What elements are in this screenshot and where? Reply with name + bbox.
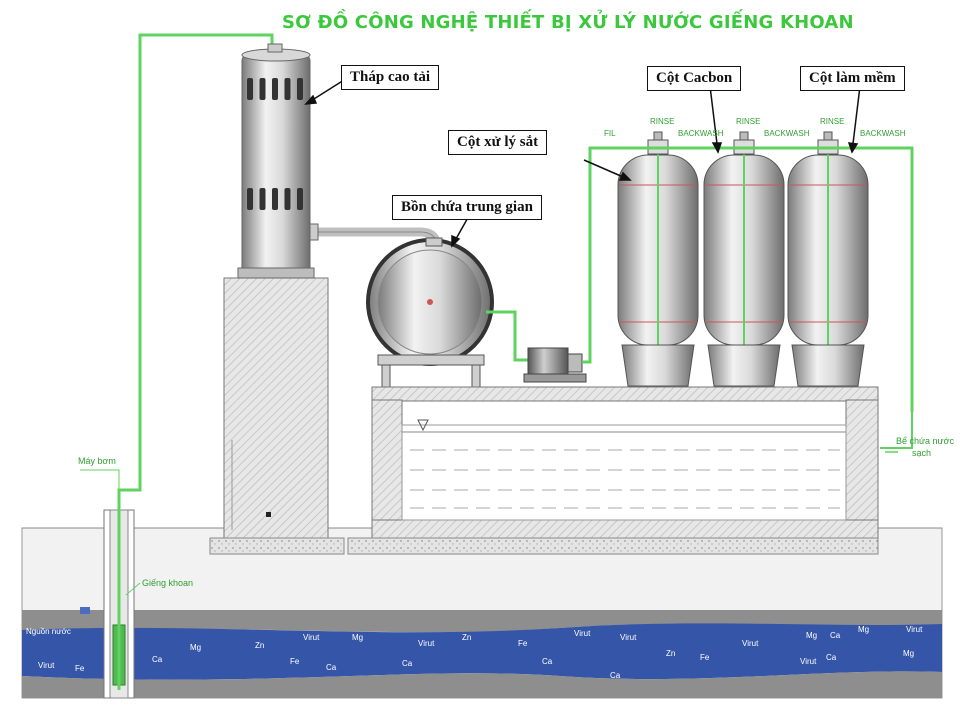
groundwater-tag: Mg: [352, 633, 363, 642]
filter-columns: [617, 131, 869, 387]
clean-tank-left-wall: [371, 399, 403, 539]
label-be-chua-1: Bể chứa nước: [896, 436, 954, 446]
valve-label-backwash-1: BACKWASH: [678, 129, 724, 138]
valve-label-rinse-2: RINSE: [736, 117, 760, 126]
groundwater-tag: Virut: [574, 629, 591, 638]
columns-manifold: [640, 146, 914, 412]
tower-support: [223, 277, 329, 539]
water-level-marker: [417, 419, 429, 432]
aquifer-water: [22, 623, 942, 680]
intermediate-tank-stand: [377, 354, 485, 388]
groundwater-tag: Fe: [75, 664, 85, 673]
transfer-pump: [523, 347, 587, 383]
filter-column-2: [703, 131, 785, 387]
aquifer-gray-bottom: [22, 671, 942, 698]
groundwater-tag: Ca: [542, 657, 553, 666]
tower-vent-slot: [247, 78, 253, 100]
clean-tank-bottom: [371, 519, 879, 539]
groundwater-tag: Ca: [830, 631, 841, 640]
pump-label-leader: [80, 469, 120, 490]
aeration-tower-nozzle: [267, 43, 283, 53]
groundwater-tag: Virut: [800, 657, 817, 666]
intermediate-tank-outlet-pipe: [486, 310, 530, 362]
groundwater-tag: Virut: [303, 633, 320, 642]
label-be-chua-2: sạch: [912, 448, 931, 458]
aquifer-gray-top: [22, 610, 942, 633]
tower-vent-slot: [284, 188, 291, 210]
groundwater-tag: Ca: [402, 659, 413, 668]
filter-column-1: [617, 131, 699, 387]
clean-tank-water: [401, 424, 847, 521]
groundwater-tag: Zn: [462, 633, 471, 642]
well-label-leader: [125, 582, 141, 596]
tower-vent-slot: [259, 188, 266, 210]
diagram-title: SƠ ĐỒ CÔNG NGHỆ THIẾT BỊ XỬ LÝ NƯỚC GIẾN…: [282, 12, 854, 33]
tower-outlet-flange: [309, 223, 319, 241]
groundwater-tag: Virut: [38, 661, 55, 670]
groundwater-tag: Mg: [858, 625, 869, 634]
groundwater-tag: Mg: [903, 649, 914, 658]
clean-water-return: [880, 412, 913, 449]
groundwater-tag: Ca: [152, 655, 163, 664]
label-may-bom: Máy bơm: [78, 456, 116, 466]
well-to-tower-pipe: [117, 33, 274, 500]
clean-tank-foundation: [347, 537, 879, 555]
groundwater-tag: Zn: [666, 649, 675, 658]
tower-vent-slot: [259, 78, 266, 100]
groundwater-tag: Fe: [518, 639, 528, 648]
tower-foundation: [209, 537, 345, 555]
clean-tank-ripples: [410, 449, 840, 509]
clean-tank-right-wall: [845, 399, 879, 539]
clean-tank-slab: [371, 386, 879, 402]
groundwater-tag: Ca: [610, 671, 621, 680]
tower-vent-slot: [284, 78, 291, 100]
valve-label-backwash-3: BACKWASH: [860, 129, 906, 138]
callout-cot-xu-ly-sat: Cột xử lý sắt: [448, 130, 548, 155]
tower-vents: [247, 78, 303, 210]
valve-label-fil: FIL: [604, 129, 616, 138]
groundwater-tag: Virut: [620, 633, 637, 642]
tower-vent-slot: [297, 188, 303, 210]
groundwater-tag: Ca: [326, 663, 337, 672]
groundwater-tag: Zn: [255, 641, 264, 650]
well-cap: [80, 607, 90, 614]
callout-cot-lam-mem: Cột làm mềm: [800, 66, 905, 91]
tower-vent-slot: [272, 188, 278, 210]
aeration-tower-base: [237, 267, 315, 279]
tower-vent-slot: [297, 78, 303, 100]
callout-bon-chua: Bồn chứa trung gian: [392, 195, 542, 220]
callout-cot-cacbon: Cột Cacbon: [647, 66, 742, 91]
groundwater-tag: Virut: [742, 639, 759, 648]
groundwater-tag: Fe: [290, 657, 300, 666]
groundwater-tag: Virut: [418, 639, 435, 648]
valve-label-rinse-3: RINSE: [820, 117, 844, 126]
label-gieng-khoan: Giếng khoan: [142, 578, 193, 588]
tower-vent-slot: [272, 78, 278, 100]
groundwater-tag: Mg: [806, 631, 817, 640]
callout-thap-cao-tai: Tháp cao tải: [341, 65, 440, 90]
tower-vent-slot: [247, 188, 253, 210]
tower-drain: [266, 512, 271, 517]
groundwater-tag: Mg: [190, 643, 201, 652]
groundwater-tag: Fe: [700, 653, 710, 662]
valve-label-backwash-2: BACKWASH: [764, 129, 810, 138]
intermediate-tank-port: [427, 299, 433, 305]
label-nguon-nuoc: Nguồn nước: [26, 627, 71, 636]
pump-to-columns-pipe: [582, 146, 640, 364]
intermediate-tank-inlet: [425, 237, 443, 247]
filter-column-3: [787, 131, 869, 387]
groundwater-tag: Virut: [906, 625, 923, 634]
groundwater-tag: Ca: [826, 653, 837, 662]
valve-label-rinse-1: RINSE: [650, 117, 674, 126]
